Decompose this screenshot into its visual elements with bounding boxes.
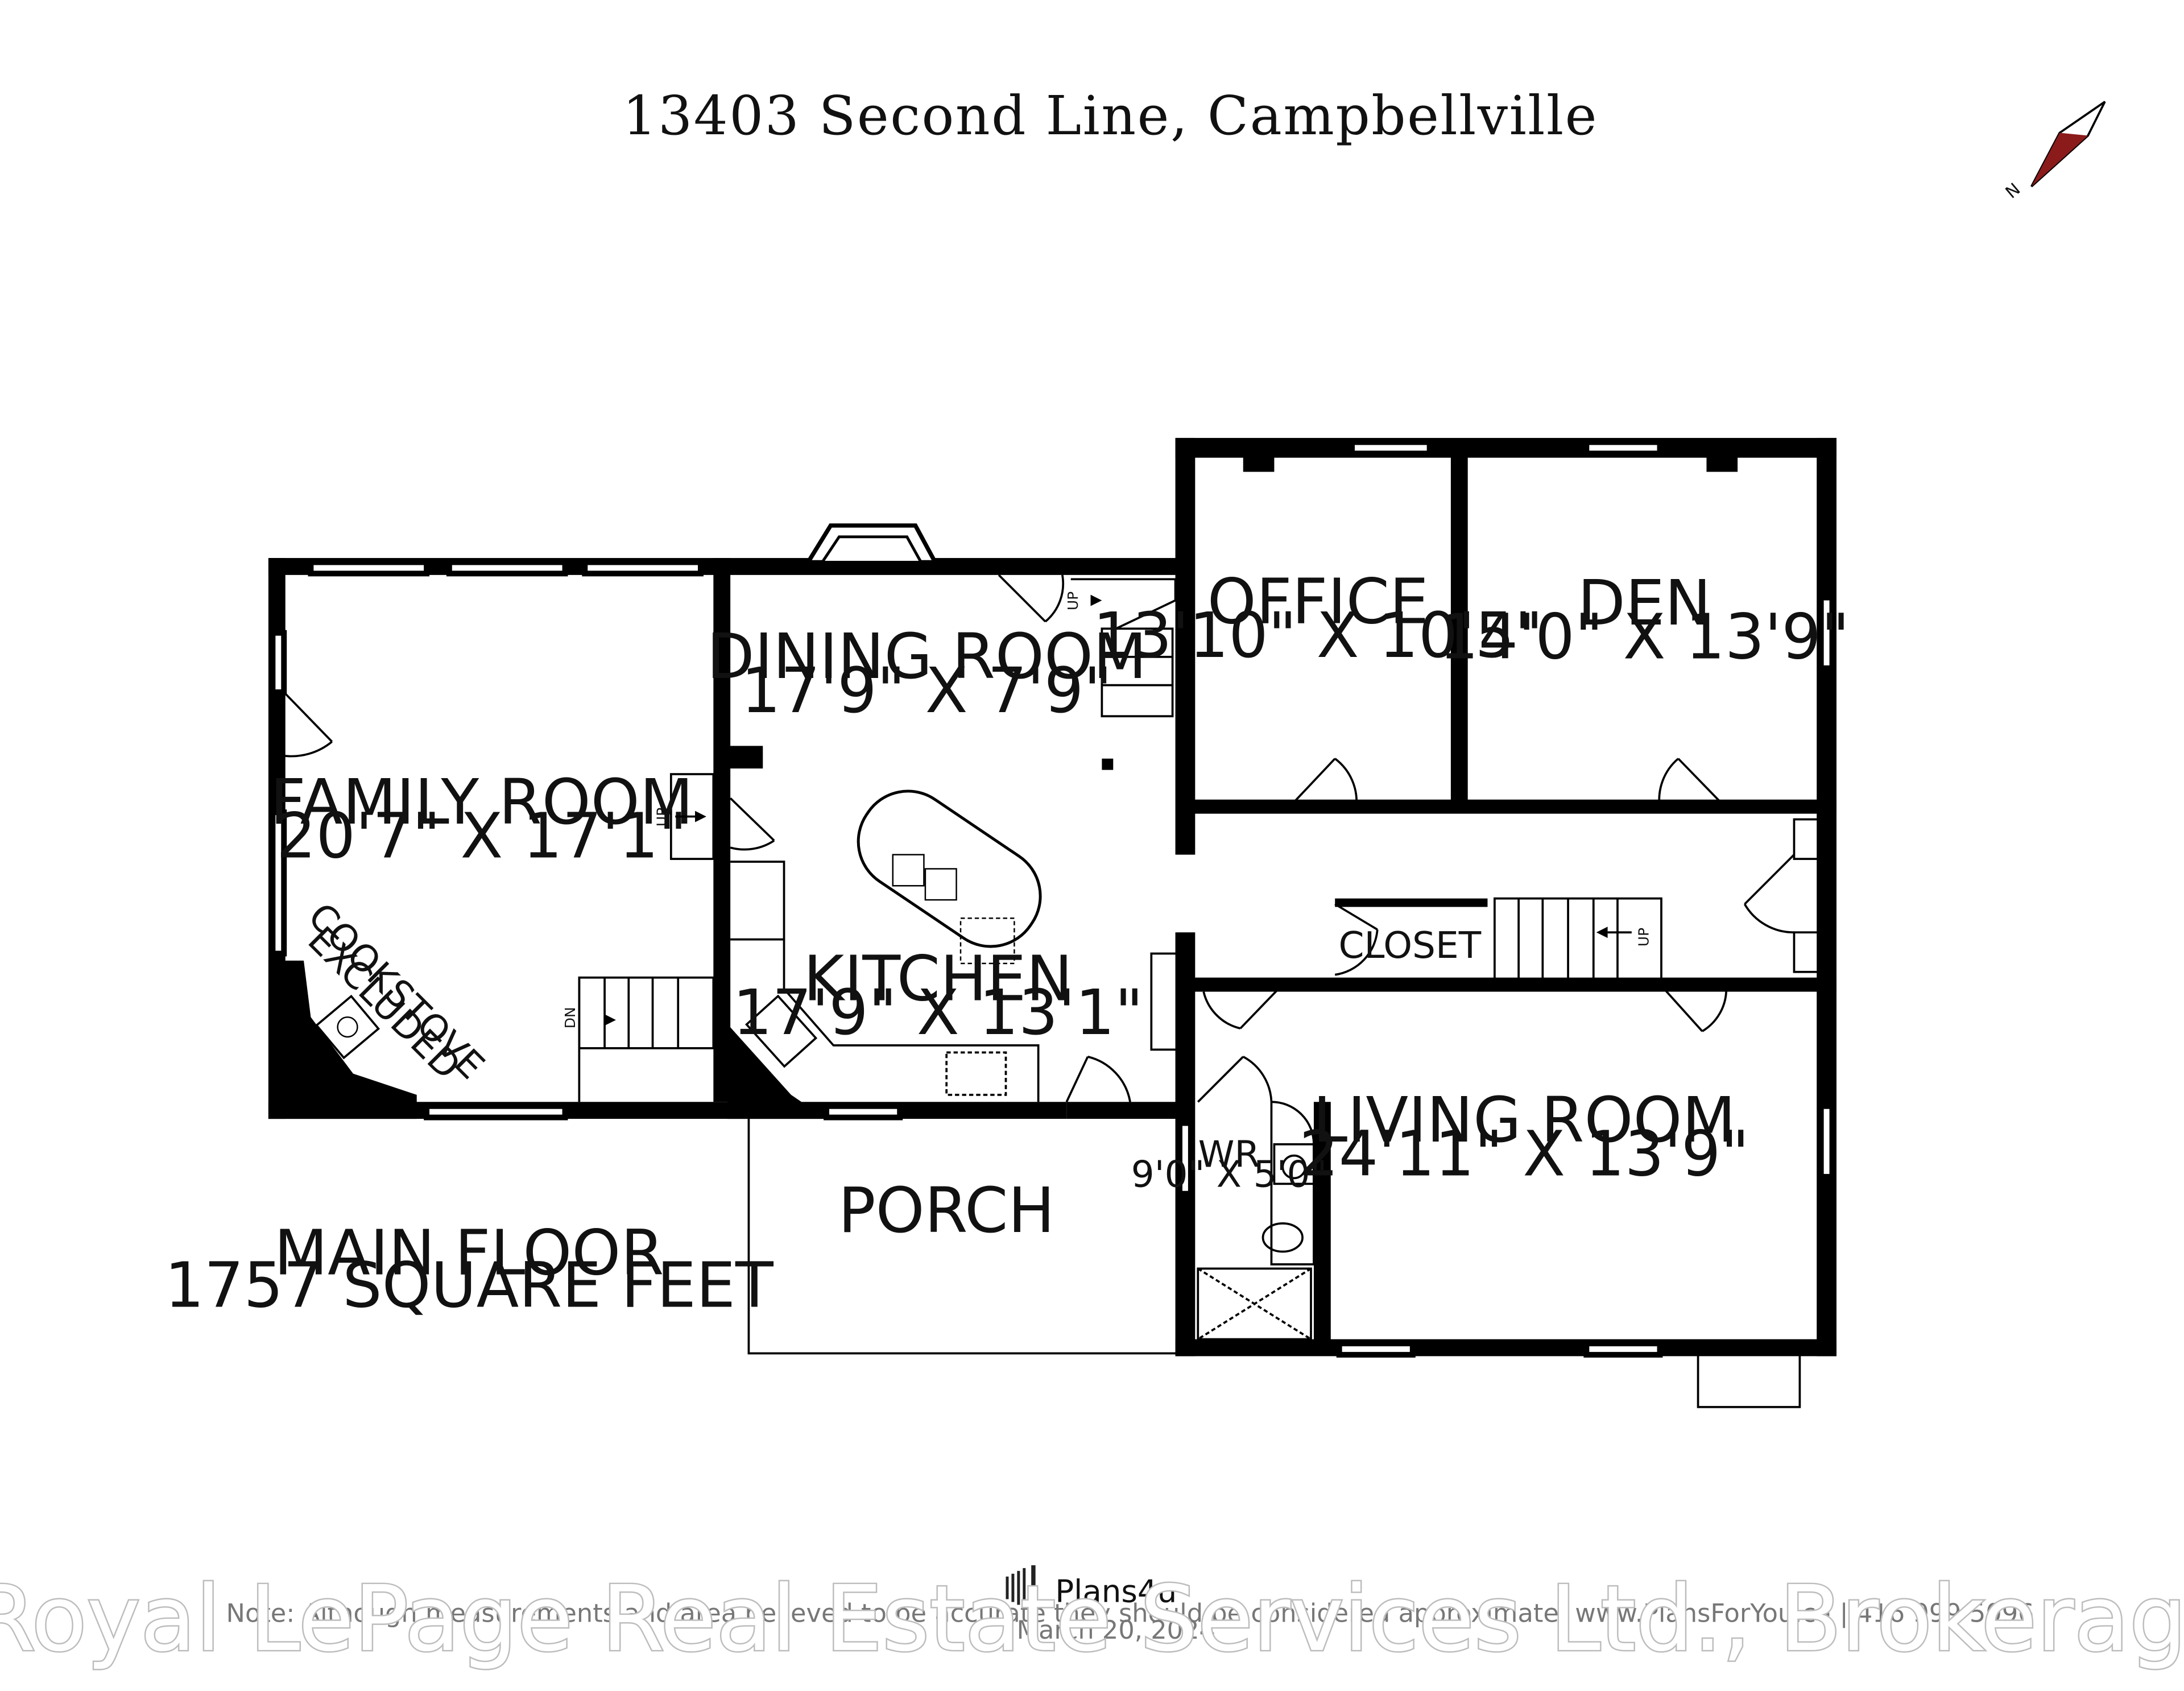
room-closet: CLOSET bbox=[1338, 924, 1481, 967]
room-den: DEN 14'0" X 13'9" bbox=[1439, 567, 1850, 673]
compass-icon: N bbox=[2002, 101, 2106, 202]
room-name: DINING ROOM bbox=[707, 621, 1147, 693]
porch-outline bbox=[747, 818, 1835, 1408]
room-size: 9'0" X 5'0" bbox=[1131, 1153, 1327, 1196]
room-name: DEN bbox=[1578, 567, 1711, 639]
floor-summary: MAIN FLOOR 1757 SQUARE FEET bbox=[164, 1217, 774, 1321]
windows bbox=[270, 439, 1835, 1358]
washroom-fixtures bbox=[1197, 1101, 1315, 1341]
fireplace-den bbox=[1706, 454, 1738, 472]
plan-date: March 20, 2024 bbox=[1017, 1615, 1215, 1645]
room-size: 17'9" X 13'1" bbox=[733, 977, 1143, 1049]
disclaimer-note: Note: Although measurements and area bel… bbox=[226, 1598, 2034, 1628]
room-washroom: WR 9'0" X 5'0" bbox=[1131, 1134, 1327, 1196]
room-office: OFFICE 13'10" X 10'5" bbox=[1093, 565, 1544, 672]
kitchen-counter bbox=[730, 861, 1181, 1102]
stair-dn-label: DN bbox=[562, 1007, 578, 1028]
room-name: FAMILY ROOM bbox=[270, 766, 693, 838]
fireplace-office bbox=[1243, 454, 1275, 472]
brand-logo: Plans4u bbox=[1006, 1565, 1177, 1611]
room-size: 13'10" X 10'5" bbox=[1093, 600, 1544, 672]
room-name: KITCHEN bbox=[804, 942, 1073, 1015]
room-size: 14'0" X 13'9" bbox=[1439, 601, 1850, 673]
room-porch: PORCH bbox=[838, 1175, 1055, 1247]
floor-name: MAIN FLOOR bbox=[274, 1217, 664, 1289]
room-name: OFFICE bbox=[1207, 565, 1429, 638]
doors bbox=[283, 574, 1795, 1103]
stair-up-label-hall: UP bbox=[1636, 928, 1652, 946]
kitchen-island bbox=[857, 789, 1042, 965]
watermark: Royal LePage Real Estate Services Ltd., … bbox=[0, 1566, 2184, 1672]
kitchen-corner bbox=[727, 1024, 827, 1119]
room-size: 17'9" X 7'9" bbox=[741, 655, 1112, 727]
room-family-room: FAMILY ROOM 20'7" X 17'1" bbox=[270, 766, 693, 873]
post bbox=[1102, 758, 1114, 770]
stair-up-label-dining: UP bbox=[1065, 592, 1081, 610]
room-size: 24'11" X 13'9" bbox=[1299, 1118, 1749, 1190]
stair-arrows bbox=[605, 594, 1632, 1026]
brand-name: Plans4u bbox=[1055, 1573, 1177, 1609]
dining-column bbox=[727, 746, 763, 769]
cookstove-icon bbox=[315, 994, 380, 1060]
room-living-room: LIVING ROOM 24'11" X 13'9" bbox=[1299, 1084, 1749, 1190]
room-size: 20'7" X 17'1" bbox=[276, 800, 687, 873]
compass-north-label: N bbox=[2002, 179, 2025, 202]
room-dining-room: DINING ROOM 17'9" X 7'9" bbox=[707, 621, 1147, 727]
room-kitchen: KITCHEN 17'9" X 13'1" bbox=[733, 942, 1143, 1049]
hearth bbox=[268, 960, 417, 1119]
room-name: WR bbox=[1198, 1134, 1260, 1176]
stairs bbox=[578, 578, 1662, 1102]
floor-area: 1757 SQUARE FEET bbox=[164, 1249, 774, 1321]
room-name: LIVING ROOM bbox=[1313, 1084, 1735, 1156]
stair-up-label-family: UP bbox=[653, 808, 670, 826]
page-title: 13403 Second Line, Campbellville bbox=[623, 85, 1598, 147]
